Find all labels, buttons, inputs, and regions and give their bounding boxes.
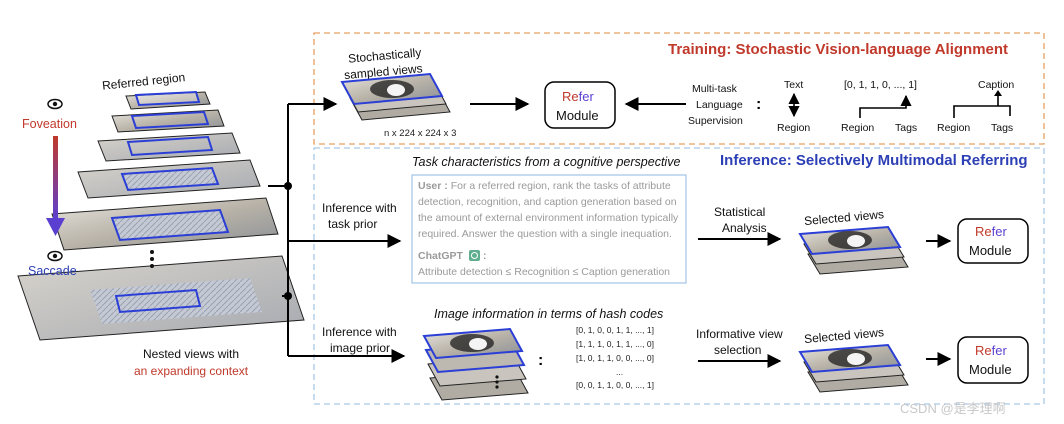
hash-code: [1, 1, 1, 0, 1, 1, ..., 0] — [576, 339, 654, 349]
task-region-2: Region — [841, 122, 874, 134]
task-heading: Task characteristics from a cognitive pe… — [412, 155, 680, 169]
training-title: Training: Stochastic Vision-language Ali… — [668, 41, 1008, 58]
svg-text:Refer: Refer — [562, 89, 594, 104]
selected-views-label-1: Selected views — [804, 207, 885, 228]
tag-vector: [0, 1, 1, 0, ..., 1] — [844, 79, 917, 91]
image-prior-line-2: image prior — [330, 341, 390, 355]
task-region-1: Region — [777, 122, 810, 134]
foveation-label: Foveation — [22, 117, 77, 131]
nested-view — [51, 197, 279, 251]
views-dims: n x 224 x 224 x 3 — [384, 128, 456, 139]
task-region-3: Region — [937, 122, 970, 134]
svg-text:Module: Module — [969, 243, 1012, 258]
stochastic-views-label-1: Stochastically — [348, 45, 422, 65]
task-tags-2: Tags — [991, 122, 1013, 134]
task-text: Text — [784, 79, 803, 91]
nested-views-stack — [17, 90, 305, 341]
caption-bracket — [953, 94, 1011, 118]
hash-code: [0, 1, 0, 0, 1, 1, ..., 1] — [576, 325, 654, 335]
eye-icon — [47, 250, 63, 262]
chatgpt-icon — [469, 250, 480, 261]
statistical-line-2: Analysis — [722, 221, 767, 235]
task-tags-1: Tags — [895, 122, 917, 134]
user-line-2: detection, recognition, and caption gene… — [418, 196, 677, 208]
hashed-views-stack — [422, 327, 529, 401]
supervision-line-3: Supervision — [688, 115, 743, 127]
hash-code: [1, 0, 1, 1, 0, 0, ..., 0] — [576, 353, 654, 363]
refer-module-task: Refer Module — [957, 218, 1029, 264]
supervision-line-1: Multi-task — [692, 83, 738, 95]
image-prior-line-1: Inference with — [322, 325, 397, 339]
watermark: CSDN @是李理啊 — [900, 401, 1006, 416]
chatgpt-label: ChatGPT — [418, 250, 464, 262]
user-line-3: the amount of external environment infor… — [418, 212, 679, 224]
informative-line-2: selection — [714, 343, 761, 357]
inference-panel — [313, 147, 1045, 405]
nested-view — [17, 255, 305, 341]
hash-code: [0, 0, 1, 1, 0, 0, ..., 1] — [576, 380, 654, 390]
statistical-line-1: Statistical — [714, 205, 765, 219]
task-prior-line-2: task prior — [328, 217, 377, 231]
task-caption: Caption — [978, 79, 1014, 91]
svg-text:Module: Module — [556, 108, 599, 123]
hash-code: ... — [616, 367, 623, 377]
refer-module-training: Refer Module — [544, 81, 616, 129]
svg-text::: : — [483, 250, 487, 262]
user-line-4: required. Answer the question with a sin… — [418, 228, 672, 240]
eye-icon — [47, 98, 63, 110]
nested-view — [97, 132, 241, 162]
supervision-colon: : — [756, 96, 761, 113]
inference-title: Inference: Selectively Multimodal Referr… — [720, 152, 1028, 169]
svg-text:Module: Module — [969, 362, 1012, 377]
foveation-saccade-arrow — [53, 136, 58, 220]
expanding-context-label: an expanding context — [134, 364, 249, 378]
user-line-1: User : For a referred region, rank the t… — [418, 180, 671, 192]
tags-bracket — [859, 94, 912, 118]
task-prior-line-1: Inference with — [322, 201, 397, 215]
nested-view — [125, 90, 211, 110]
training-panel — [313, 32, 1045, 145]
nested-views-label: Nested views with — [143, 347, 239, 361]
selected-views-stack-1 — [798, 225, 909, 275]
image-heading: Image information in terms of hash codes — [434, 307, 663, 321]
svg-text:Refer: Refer — [975, 343, 1007, 358]
svg-text::: : — [538, 352, 543, 369]
svg-text:Refer: Refer — [975, 224, 1007, 239]
saccade-label: Saccade — [28, 264, 77, 278]
refer-module-image: Refer Module — [957, 336, 1029, 384]
selected-views-stack-2 — [798, 343, 909, 393]
branch-connectors — [268, 97, 338, 357]
supervision-line-2: Language — [696, 99, 743, 111]
nested-view — [111, 109, 225, 133]
chatgpt-answer: Attribute detection ≤ Recognition ≤ Capt… — [418, 266, 670, 278]
prompt-box — [411, 174, 687, 284]
referred-region-label: Referred region — [101, 70, 185, 93]
nested-view — [77, 159, 261, 199]
informative-line-1: Informative view — [696, 327, 783, 341]
selected-views-label-2: Selected views — [804, 325, 885, 346]
sampled-views-stack — [340, 72, 451, 121]
